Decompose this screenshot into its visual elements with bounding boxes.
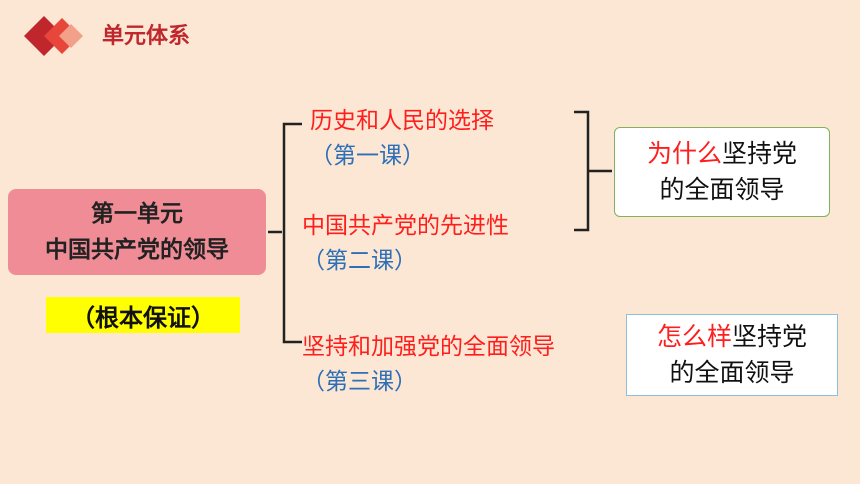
unit-box: 第一单元 中国共产党的领导 — [8, 189, 266, 275]
question-how-line2: 的全面领导 — [669, 358, 795, 387]
question-why-line1: 为什么坚持党 — [647, 136, 797, 172]
lesson-2-number: （第二课） — [302, 248, 417, 274]
lesson-1-number: （第一课） — [310, 143, 425, 169]
lesson-1-title: 历史和人民的选择 — [310, 108, 494, 134]
red-diamond-logo-icon — [24, 16, 83, 56]
unit-number: 第一单元 — [91, 201, 183, 227]
question-why-highlight: 为什么 — [646, 139, 722, 168]
question-why-line2: 的全面领导 — [659, 175, 785, 204]
lesson-3-number: （第三课） — [302, 369, 417, 395]
question-why-rest: 坚持党 — [722, 139, 798, 168]
header-title: 单元体系 — [102, 24, 191, 49]
lesson-3-title: 坚持和加强党的全面领导 — [302, 334, 555, 360]
question-how-line1: 怎么样坚持党 — [657, 319, 807, 355]
basis-label: （根本保证） — [46, 297, 240, 333]
unit-name: 中国共产党的领导 — [45, 237, 229, 263]
lesson-2-title: 中国共产党的先进性 — [302, 213, 509, 239]
question-box-why: 为什么坚持党 的全面领导 — [614, 127, 830, 217]
question-box-how: 怎么样坚持党 的全面领导 — [626, 314, 838, 396]
question-how-rest: 坚持党 — [732, 322, 808, 351]
question-how-highlight: 怎么样 — [656, 322, 732, 351]
